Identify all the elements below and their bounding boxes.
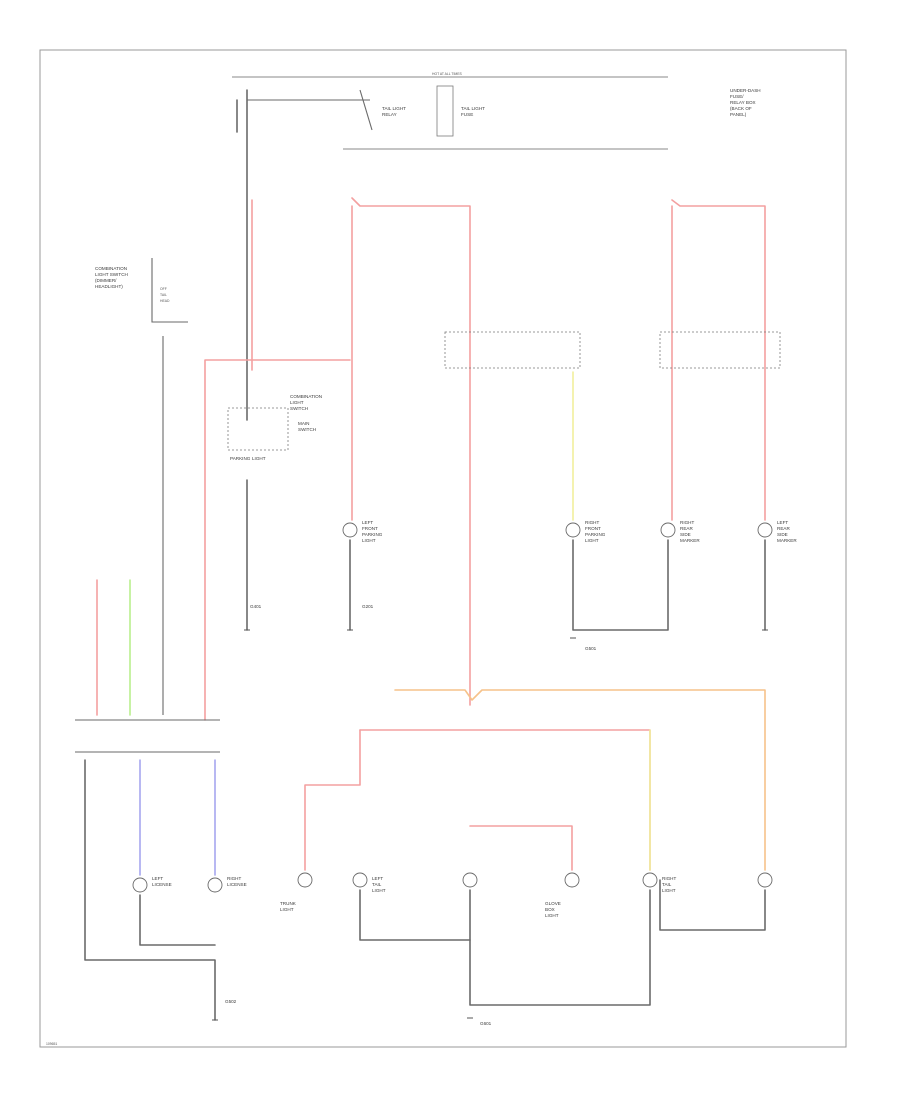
main-sw-2: SWITCH [298,427,316,432]
lamp-l2-c: PARKING [585,532,606,537]
red-trunk-branch [469,825,573,871]
lamp-l9-c: LIGHT [662,888,676,893]
lamp-l10-b: BOX [545,907,555,912]
lamp-right-license-plate [207,877,223,893]
lamp-l4-c: SIDE [777,532,788,537]
lamp-l3-b: REAR [680,526,693,531]
lower-black-ground-2 [139,894,216,946]
fuse-label-1: TAIL LIGHT [461,106,485,111]
lamp-center-tail [462,872,478,888]
top-bus-label: HOT AT ALL TIMES [432,72,463,76]
orange-bus-wire [394,689,766,871]
lamp-right-tail-2 [757,872,773,888]
combo-switch-box [227,407,289,451]
module-label-3: (DIMMER/ [95,278,117,283]
lamp-left-license-plate [132,877,148,893]
lamp-l2-d: LIGHT [585,538,599,543]
lamp-right-tail [642,872,658,888]
right-note-1: UNDER-DASH [730,88,761,93]
lamp-l4-b: REAR [777,526,790,531]
lamp-left-tail [352,872,368,888]
connector-c2 [659,331,781,369]
ground-g201: G201 [362,604,374,609]
right-note-4: (BACK OF [730,106,752,111]
module-head: HEAD [160,299,170,303]
ground-g601: G601 [480,1021,492,1026]
lamp-l2-a: RIGHT [585,520,599,525]
diagram-frame [39,49,847,1048]
relay-label-1: TAIL LIGHT [382,106,406,111]
lamp-l3-a: RIGHT [680,520,694,525]
lamp-l2-ground-wire [572,539,669,631]
lamp-l8-b: TAIL [372,882,382,887]
red-center-loop [351,197,471,706]
lamp-l3-c: SIDE [680,532,691,537]
module-label-4: HEADLIGHT) [95,284,123,289]
lamp-l9-a: RIGHT [662,876,676,881]
right-note-3: RELAY BOX [730,100,756,105]
lower-black-ground [84,759,216,1021]
lamp-l4-a: LEFT [777,520,788,525]
lamp-l8-c: LIGHT [372,888,386,893]
lamp-l3-d: MARKER [680,538,700,543]
ground-symbols [212,629,768,1021]
right-note-5: PANEL) [730,112,747,117]
combo-sw-3: SWITCH [290,406,308,411]
lamp-left-rear-side-marker [757,522,773,538]
combo-sw-1: COMBINATION [290,394,322,399]
lamp-l1-a: LEFT [362,520,373,525]
main-sw-1: MAIN [298,421,309,426]
red-feed-left [204,359,351,721]
lamp-l1-d: LIGHT [362,538,376,543]
diagram-code: 109651 [46,1042,57,1046]
ground-g501: G501 [585,646,597,651]
lamp-trunk [297,872,313,888]
lamp-glove-box [564,872,580,888]
red-right-loop [671,199,766,521]
module-tail: TAIL [160,293,167,297]
relay-label-2: RELAY [382,112,397,117]
module-bracket [151,258,188,323]
lamp-l10-a: GLOVE [545,901,561,906]
fuse-label-2: FUSE [461,112,473,117]
module-label-1: COMBINATION [95,266,127,271]
module-label-2: LIGHT SWITCH [95,272,128,277]
lamp-l4-d: MARKER [777,538,797,543]
relay-wire-b [359,89,373,131]
module-off: OFF [160,287,167,291]
ground-g502: G502 [225,999,237,1004]
lamp-l5-b: LICENSE [152,882,172,887]
lamp-l8-a: LEFT [372,876,383,881]
red-lower-bus [359,729,651,871]
right-note-2: FUSE/ [730,94,744,99]
lamp-l5-a: LEFT [152,876,163,881]
fuse-block [436,85,454,137]
lamp-l9-b: TAIL [662,882,672,887]
connector-c1 [444,331,581,369]
lamp-left-front-parking [342,522,358,538]
lamp-l7-a: TRUNK [280,901,297,906]
lamp-l1-c: PARKING [362,532,383,537]
lower-right-ground [659,879,766,931]
lamp-l2-b: FRONT [585,526,601,531]
lamp-right-front-parking [565,522,581,538]
lower-center-ground [469,889,651,1006]
lamp-right-rear-side-marker [660,522,676,538]
combo-sw-2: LIGHT [290,400,304,405]
lower-ground-loop [359,889,471,941]
lamp-l10-c: LIGHT [545,913,559,918]
park-sw-2: LIGHT [252,456,266,461]
lamp-l6-b: LICENSE [227,882,247,887]
red-lower-left-branch [304,729,361,871]
lamp-l7-b: LIGHT [280,907,294,912]
lamp-l1-b: FRONT [362,526,378,531]
lamp-l6-a: RIGHT [227,876,241,881]
park-sw-1: PARKING [230,456,251,461]
ground-g401: G401 [250,604,262,609]
